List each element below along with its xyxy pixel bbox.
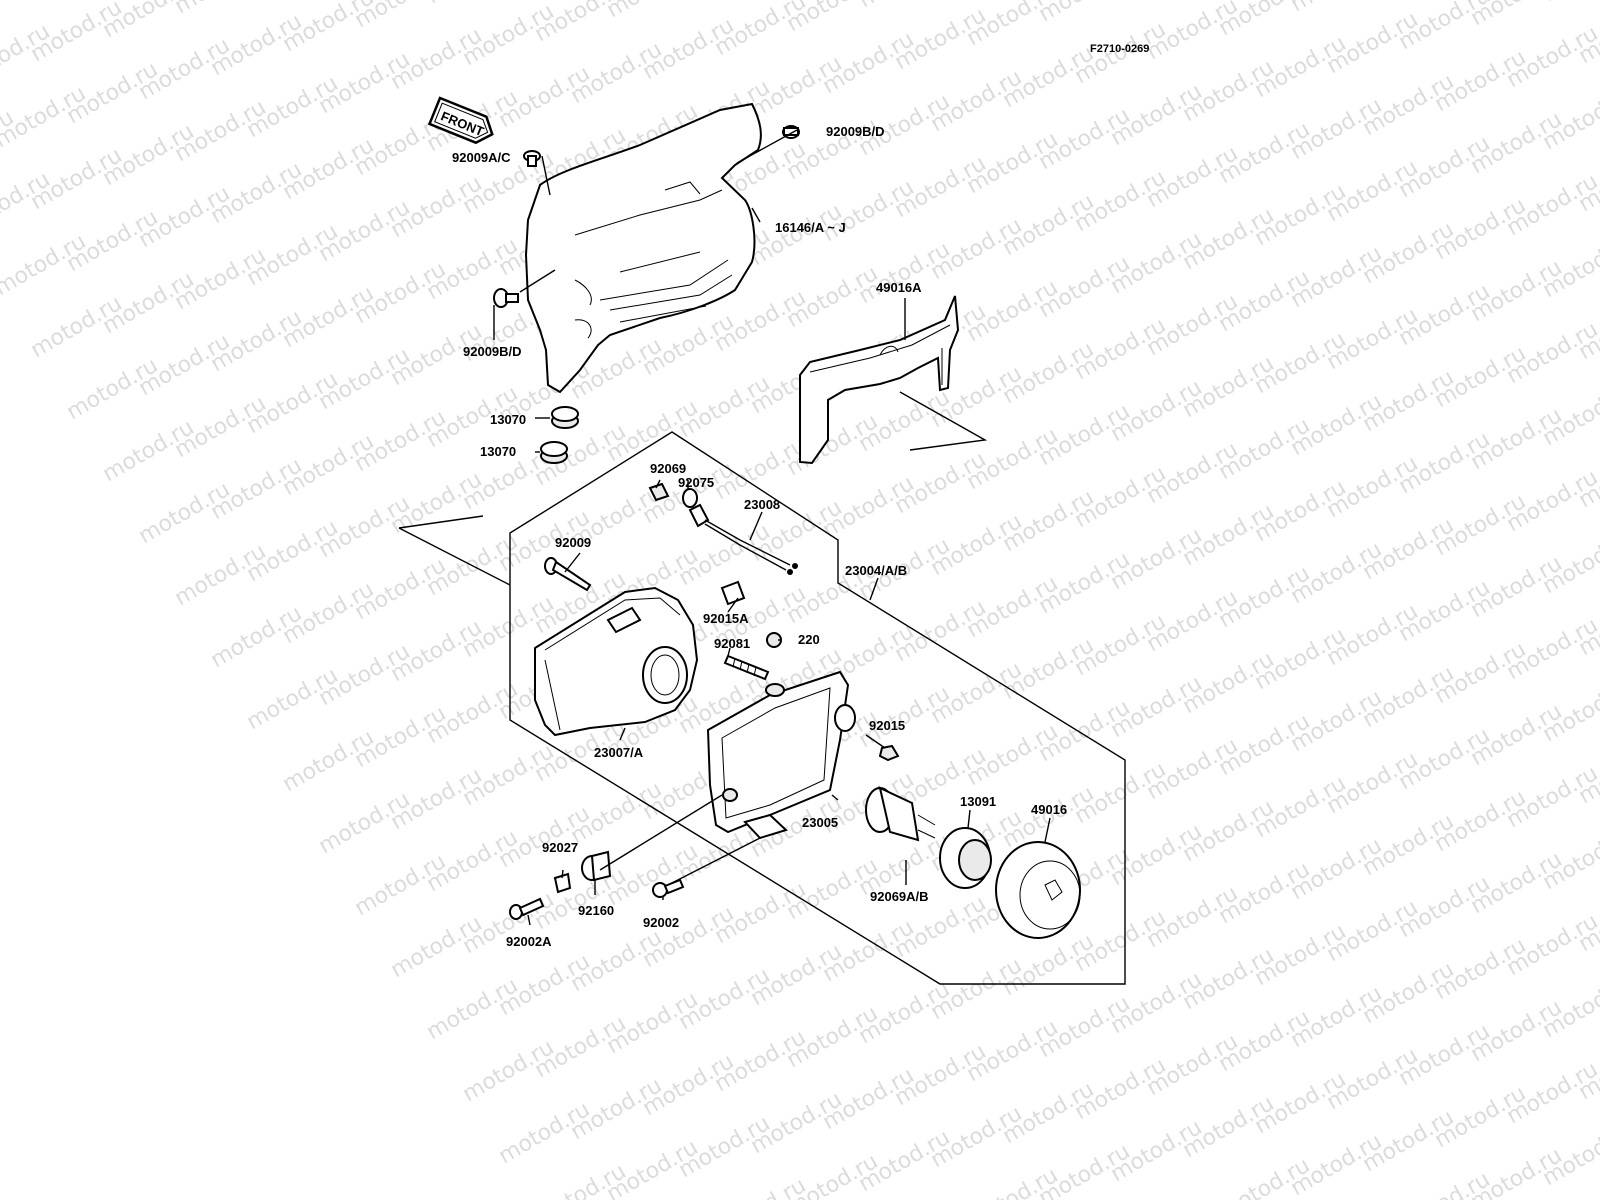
label-92002: 92002: [643, 915, 679, 930]
label-13070-a: 13070: [490, 412, 526, 427]
watermark-text: motod.ru: [1107, 0, 1207, 3]
upper-cowl-part: [524, 102, 762, 394]
grommet-13070-b: [540, 441, 568, 464]
label-92027: 92027: [542, 840, 578, 855]
watermark-text: motod.ru: [1287, 0, 1387, 17]
socket-wire-23008: [688, 503, 798, 575]
label-49016: 49016: [1031, 802, 1067, 817]
bolt-92002a: [509, 897, 545, 920]
leader-lines: [493, 129, 1051, 926]
label-23008: 23008: [744, 497, 780, 512]
watermark-text: motod.ru: [171, 0, 271, 19]
watermark-text: motod.ru: [423, 0, 523, 9]
label-49016a: 49016A: [876, 280, 922, 295]
label-92009bd-top: 92009B/D: [826, 124, 885, 139]
bulb-92069ab: [865, 786, 936, 842]
headlight-rim-part: [706, 670, 856, 840]
label-92069: 92069: [650, 461, 686, 476]
part-labels: 92009B/D 92009A/C 16146/A ~ J 49016A 920…: [452, 124, 1067, 949]
nut-92015: [878, 744, 900, 762]
watermark-text: motod.ru: [603, 0, 703, 23]
label-13070-b: 13070: [480, 444, 516, 459]
label-92009ac: 92009A/C: [452, 150, 511, 165]
assembly-outline: [398, 391, 1126, 985]
figure-code: F2710-0269: [1090, 43, 1149, 55]
label-92015a: 92015A: [703, 611, 749, 626]
bolt-92002: [652, 878, 685, 898]
label-92160: 92160: [578, 903, 614, 918]
screw-220: [766, 632, 782, 648]
bracket-49016a-part: [799, 295, 960, 465]
label-16146: 16146/A ~ J: [775, 220, 846, 235]
spacer-92027: [553, 872, 572, 894]
label-92015: 92015: [869, 718, 905, 733]
watermark-text: motod.ru: [1035, 0, 1135, 27]
label-92002a: 92002A: [506, 934, 552, 949]
label-92075: 92075: [678, 475, 714, 490]
label-220: 220: [798, 632, 820, 647]
label-92081: 92081: [714, 636, 750, 651]
screw-92009ac: [523, 150, 541, 167]
dust-cover-49016: [995, 841, 1081, 939]
label-92069ab: 92069A/B: [870, 889, 929, 904]
label-13091: 13091: [960, 794, 996, 809]
grommet-92075: [682, 488, 698, 508]
label-23005: 23005: [802, 815, 838, 830]
collar-92160: [581, 850, 612, 882]
watermark-text: motod.ru: [855, 0, 955, 13]
label-92009bd-left: 92009B/D: [463, 344, 522, 359]
label-23004: 23004/A/B: [845, 563, 907, 578]
socket-13091: [939, 827, 992, 889]
headlight-housing-part: [534, 586, 699, 737]
watermark-text: motod.ru: [0, 0, 90, 5]
label-92009: 92009: [555, 535, 591, 550]
label-23007: 23007/A: [594, 745, 644, 760]
clip-92015a: [720, 580, 746, 606]
bolt-92009: [544, 557, 592, 592]
grommet-13070-a: [551, 406, 579, 429]
watermark-text: motod.ru: [1539, 0, 1600, 7]
screw-92009bd-left: [493, 288, 519, 308]
adjust-screw-92081: [723, 654, 770, 681]
